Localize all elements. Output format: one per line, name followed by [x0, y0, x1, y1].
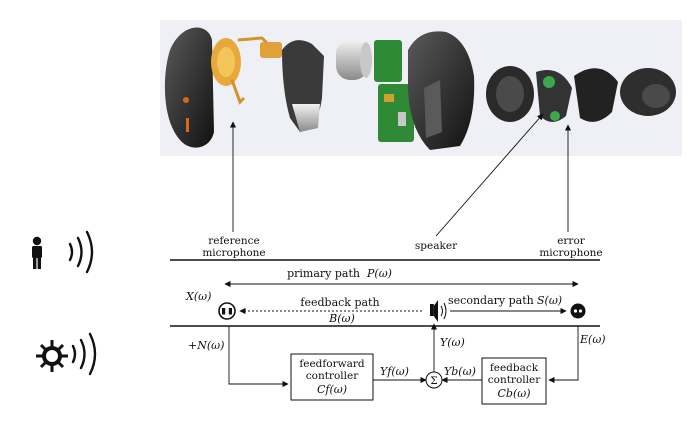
primary-path-label: primary path — [287, 267, 360, 280]
noise-signal-label: +N(ω) — [188, 339, 224, 352]
error-mic-symbol — [570, 303, 586, 319]
yb-signal-label: Yb(ω) — [444, 365, 476, 378]
battery-part — [336, 40, 368, 80]
feedforward-input-wire — [228, 326, 289, 388]
svg-text:Cb(ω): Cb(ω) — [497, 387, 530, 400]
svg-text:Cf(ω): Cf(ω) — [317, 383, 347, 396]
speaker-cavity-part — [408, 31, 475, 151]
primary-path-math: P(ω) — [366, 267, 392, 280]
e-signal-label: E(ω) — [579, 333, 606, 346]
svg-text:controller: controller — [306, 370, 359, 382]
svg-text:feedback: feedback — [490, 362, 539, 374]
main-pcb-part — [374, 40, 402, 82]
reference-label-line1: reference — [208, 235, 259, 247]
feedback-controller-box: feedback controller Cb(ω) — [481, 357, 547, 405]
speaker-label: speaker — [415, 240, 458, 252]
sound-waves-icon — [68, 230, 94, 274]
feedback-path-math: B(ω) — [328, 312, 355, 325]
x-signal-label: X(ω) — [185, 290, 211, 303]
person-icon — [32, 236, 42, 269]
yf-signal-label: Yf(ω) — [380, 365, 409, 378]
reference-label-line2: microphone — [202, 247, 265, 259]
y-signal-label: Y(ω) — [440, 336, 465, 349]
svg-text:feedforward: feedforward — [299, 358, 365, 370]
feedback-path-label: feedback path — [300, 296, 379, 309]
reference-mic-symbol — [218, 302, 236, 320]
error-mic-icon — [543, 76, 560, 121]
svg-text:Σ: Σ — [430, 375, 437, 387]
reference-mic-icon — [211, 36, 282, 105]
secondary-path-math: S(ω) — [537, 294, 562, 307]
noise-gear-icon — [36, 340, 68, 372]
exploded-earbud-photo — [160, 20, 682, 156]
outer-shell-part — [164, 27, 214, 148]
error-label-line1: error — [557, 235, 586, 247]
error-feedback-wire — [548, 326, 579, 384]
nozzle-part — [574, 68, 618, 122]
speaker-icon — [430, 300, 447, 322]
summing-junction: Σ — [425, 371, 443, 389]
feedforward-controller-box: feedforward controller Cf(ω) — [290, 353, 374, 401]
secondary-path-label: secondary path — [448, 294, 534, 307]
error-label-line2: microphone — [539, 247, 602, 259]
speaker-leader-line — [435, 113, 544, 237]
svg-text:controller: controller — [488, 374, 541, 386]
noise-waves-icon — [71, 332, 97, 376]
